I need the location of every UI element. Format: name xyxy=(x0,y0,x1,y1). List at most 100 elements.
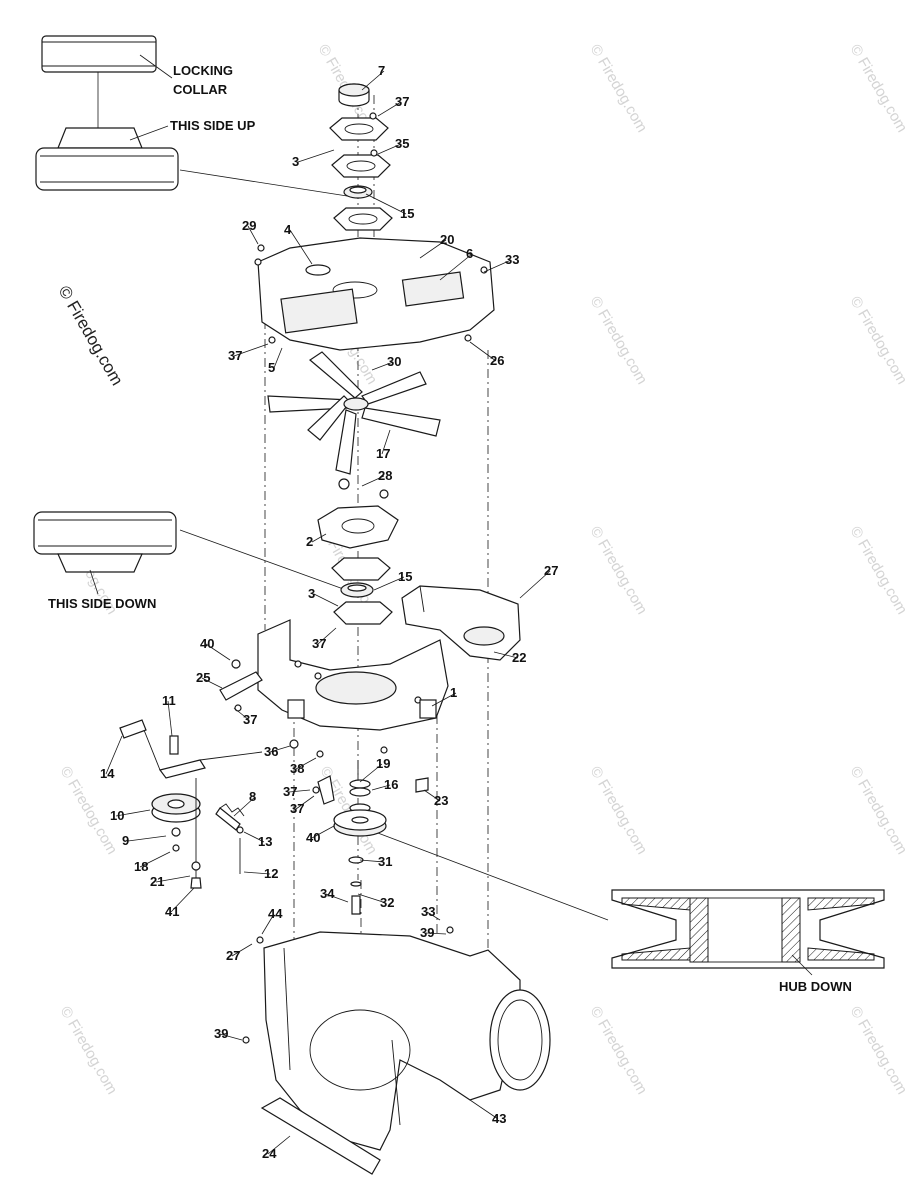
callout-leader xyxy=(295,795,315,810)
callout-number: 44 xyxy=(268,906,283,921)
callout-leader xyxy=(311,825,335,839)
callout-leader xyxy=(493,651,519,659)
callout-leader xyxy=(155,875,191,883)
callout-leader xyxy=(289,229,313,265)
callout-leader xyxy=(273,347,283,369)
callout-leader xyxy=(295,757,317,770)
callout-number: 12 xyxy=(264,866,278,881)
callout-number: 37 xyxy=(283,784,297,799)
callout-leader xyxy=(371,784,391,791)
callout-number: 35 xyxy=(395,136,409,151)
callout-leader xyxy=(313,593,339,607)
callout-leader xyxy=(231,943,253,957)
callout-number: 32 xyxy=(380,895,394,910)
callout-leader xyxy=(243,831,265,843)
part-fan xyxy=(267,351,441,475)
callout-leader xyxy=(357,893,387,904)
callout-leader xyxy=(483,259,512,273)
callout-number: 28 xyxy=(378,468,392,483)
callout-number: 40 xyxy=(306,830,320,845)
callout-number: 5 xyxy=(268,360,275,375)
center-hardware xyxy=(333,746,429,915)
this-side-down-label: THIS SIDE DOWN xyxy=(48,596,156,611)
callout-leader xyxy=(325,893,349,903)
callout-leader xyxy=(359,763,383,783)
callout-leader xyxy=(381,429,391,455)
callout-number: 11 xyxy=(162,693,176,708)
callout-leader xyxy=(205,643,231,661)
callout-number: 14 xyxy=(100,766,115,781)
watermark-text: © Firedog.com xyxy=(847,1004,911,1098)
upper-bearing-stack xyxy=(329,112,393,231)
callout-number: 37 xyxy=(243,712,257,727)
callout-leader xyxy=(365,193,407,215)
watermark-text: © Firedog.com xyxy=(587,524,651,618)
assembly-axes xyxy=(264,95,489,1000)
callout-number: 37 xyxy=(228,348,242,363)
callout-leader xyxy=(170,887,195,913)
callout-number: 29 xyxy=(242,218,256,233)
callout-leader xyxy=(233,796,256,817)
watermark-text: © Firedog.com xyxy=(587,1004,651,1098)
callout-number: 17 xyxy=(376,446,390,461)
this-side-up-label: THIS SIDE UP xyxy=(170,118,256,133)
callout-number: 1 xyxy=(450,685,457,700)
callout-number: 3 xyxy=(292,154,299,169)
callout-number: 36 xyxy=(264,744,278,759)
callout-number: 3 xyxy=(308,586,315,601)
watermark-text: © Firedog.com xyxy=(847,764,911,858)
callout-leader xyxy=(377,143,402,155)
callout-leader xyxy=(267,1135,291,1155)
callout-number: 39 xyxy=(420,925,434,940)
callout-leader xyxy=(311,533,327,543)
callout-leader xyxy=(261,913,275,935)
callout-leader xyxy=(359,859,385,863)
part-skirt-plate xyxy=(260,1097,381,1175)
watermark-text: © Firedog.com xyxy=(57,1004,121,1098)
locking-collar-detail xyxy=(35,35,179,191)
callout-leader xyxy=(426,911,441,921)
callout-leader xyxy=(425,932,447,935)
callout-leader xyxy=(361,475,385,487)
callout-leader xyxy=(519,570,551,599)
callout-leader xyxy=(243,871,271,875)
hub-down-label: HUB DOWN xyxy=(779,979,852,994)
callout-leader xyxy=(469,341,497,362)
callout-leader xyxy=(247,225,259,245)
callout-number: 27 xyxy=(544,563,558,578)
watermark-text: © Firedog.com xyxy=(587,42,651,136)
callout-leader xyxy=(201,677,223,689)
callout-number: 15 xyxy=(400,206,414,221)
callout-leader xyxy=(233,343,269,357)
part-arm xyxy=(219,659,263,712)
callout-leader xyxy=(269,745,291,753)
left-hardware xyxy=(190,739,335,889)
watermark-text: © Firedog.com xyxy=(847,524,911,618)
callout-number: 7 xyxy=(378,63,385,78)
callout-number: 41 xyxy=(165,904,179,919)
credit-text: © Firedog.com xyxy=(55,283,127,389)
callout-number: 25 xyxy=(196,670,210,685)
callout-leader-lines xyxy=(105,70,551,1155)
callout-number: 13 xyxy=(258,834,272,849)
callout-number: 20 xyxy=(440,232,454,247)
callout-leader xyxy=(167,700,173,737)
part-crank-handle xyxy=(119,719,263,779)
lower-bearing-stack xyxy=(317,478,399,625)
callout-leader xyxy=(115,809,151,817)
callout-number: 10 xyxy=(110,808,124,823)
bearing-side-down-detail xyxy=(33,511,177,595)
callout-number: 27 xyxy=(226,948,240,963)
watermark-text: © Firedog.com xyxy=(587,294,651,388)
callout-number: 16 xyxy=(384,777,398,792)
pulley-hub-down-detail xyxy=(611,889,885,976)
locking-collar-label: LOCKING COLLAR xyxy=(173,63,237,97)
callout-leader xyxy=(371,361,394,371)
callout-leader xyxy=(219,1033,243,1041)
callout-number: 9 xyxy=(122,833,129,848)
callout-number: 30 xyxy=(387,354,401,369)
callout-number: 31 xyxy=(378,854,392,869)
callout-number: 19 xyxy=(376,756,390,771)
watermark-text: © Firedog.com xyxy=(847,294,911,388)
callout-number: 34 xyxy=(320,886,335,901)
